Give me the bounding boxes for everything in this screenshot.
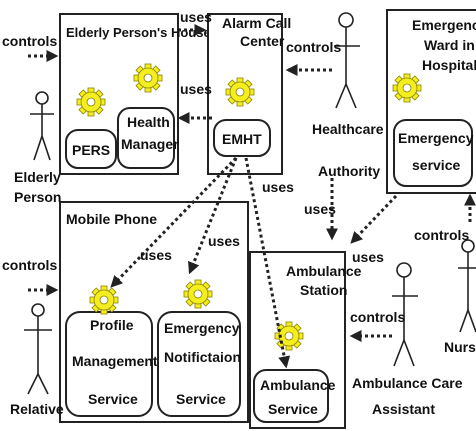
ambulance-station-title-1: Ambulance: [286, 263, 362, 279]
relation-label-uses: uses: [352, 249, 384, 265]
emergency-ward-title-3: Hospital: [422, 57, 476, 73]
elderly-house-title: Elderly Person's House: [66, 25, 211, 40]
elderly-person-label-1: Elderly: [14, 169, 61, 185]
emergency-service-component: Emergency service: [393, 119, 474, 187]
ambulance-station-title-2: Station: [300, 282, 347, 298]
elderly-person-label-2: Person: [14, 189, 61, 205]
notification-service-label-2: Notifictaion: [164, 349, 241, 365]
ambulance-assistant-label-1: Ambulance Care: [352, 375, 463, 391]
relative-actor: [24, 303, 52, 395]
notification-service-label-1: Emergency: [164, 320, 240, 336]
pers-component: PERS: [65, 129, 117, 169]
relation-label-uses: uses: [262, 179, 294, 195]
relation-label-uses: uses: [208, 233, 240, 249]
emht-label: EMHT: [222, 131, 262, 147]
health-manager-component: Health Manager: [117, 107, 179, 169]
alarm-center-title-2: Center: [240, 33, 285, 49]
ambulance-service-component: Ambulance Service: [253, 369, 336, 423]
nurse-actor: [458, 239, 476, 333]
emergency-ward-title-2: Ward in: [424, 37, 475, 53]
notification-service-component: Emergency Notifictaion Service: [157, 311, 241, 417]
arrow-ward-uses-station: [350, 194, 398, 244]
ambulance-assistant-actor: [392, 262, 418, 367]
relation-label-controls: controls: [350, 309, 405, 325]
relation-arrows: [28, 24, 476, 369]
notification-service-label-3: Service: [176, 391, 226, 407]
mobile-phone-title: Mobile Phone: [66, 211, 157, 227]
ambulance-service-label-2: Service: [268, 401, 318, 417]
alarm-center-title-1: Alarm Call: [222, 15, 291, 31]
emergency-ward-title-1: Emergency: [412, 17, 476, 33]
relation-label-controls: controls: [2, 257, 57, 273]
arrow-emht-uses-notification: [188, 157, 238, 275]
relation-label-controls: controls: [286, 39, 341, 55]
profile-management-label-1: Profile: [90, 317, 134, 333]
relative-label: Relative: [10, 401, 64, 417]
gear-icon: [392, 73, 422, 103]
relation-label-uses: uses: [180, 9, 212, 25]
gear-icon: [133, 63, 163, 93]
relation-label-uses: uses: [140, 247, 172, 263]
profile-management-label-3: Service: [88, 391, 138, 407]
elderly-person-actor: [30, 91, 54, 161]
relation-label-controls: controls: [2, 33, 57, 49]
health-manager-label-2: Manager: [121, 136, 179, 152]
emergency-service-label-1: Emergency: [398, 130, 474, 146]
nurse-label: Nurs: [444, 339, 476, 355]
emht-component: EMHT: [213, 119, 271, 157]
profile-management-component: Profile Management Service: [65, 311, 158, 417]
arrow-emht-uses-ambulance: [244, 157, 291, 369]
ambulance-assistant-label-2: Assistant: [372, 401, 435, 417]
gear-icon: [89, 285, 119, 315]
relation-label-controls: controls: [414, 227, 469, 243]
pers-label: PERS: [72, 142, 110, 158]
healthcare-authority-label-2: Authority: [318, 163, 380, 179]
healthcare-authority-actor: [334, 12, 360, 109]
ambulance-service-label-1: Ambulance: [260, 377, 336, 393]
gear-icon: [76, 87, 106, 117]
gear-icon: [225, 77, 255, 107]
relation-label-uses: uses: [180, 81, 212, 97]
emergency-service-label-2: service: [412, 157, 460, 173]
profile-management-label-2: Management: [72, 353, 158, 369]
health-manager-label-1: Health: [127, 114, 170, 130]
healthcare-authority-label-1: Healthcare: [312, 121, 384, 137]
gear-icon: [183, 279, 213, 309]
relation-label-uses: uses: [304, 201, 336, 217]
